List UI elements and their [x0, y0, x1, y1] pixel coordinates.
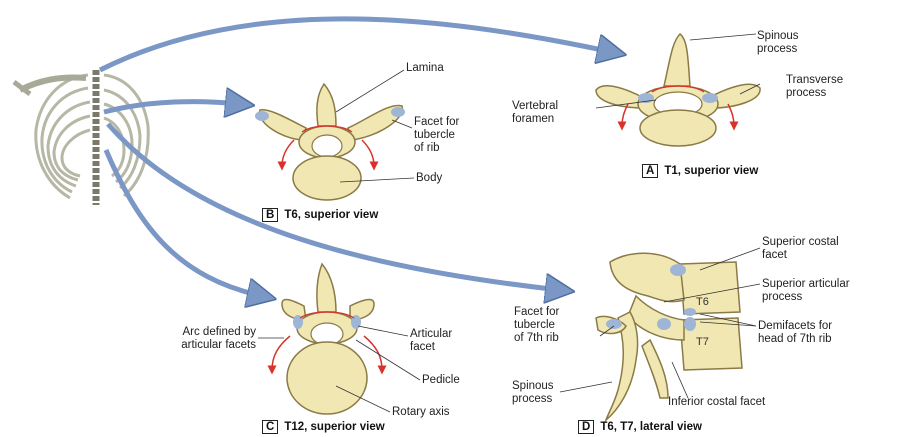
label-pedicle: Pedicle [422, 374, 460, 387]
vertebra-t6 [255, 84, 405, 200]
vertebrae-t6-t7-lateral [596, 253, 742, 420]
vertebra-t12 [272, 264, 382, 414]
ribcage-thumbnail [14, 70, 148, 205]
label-t7: T7 [696, 336, 709, 348]
label-t6: T6 [696, 296, 709, 308]
vertebra-t1 [596, 34, 760, 146]
pointer-arrows [100, 19, 612, 296]
label-lamina: Lamina [406, 62, 444, 75]
label-body: Body [416, 172, 442, 185]
label-rotary-axis: Rotary axis [392, 406, 450, 419]
label-inferior-costal-facet: Inferior costal facet [668, 396, 765, 409]
